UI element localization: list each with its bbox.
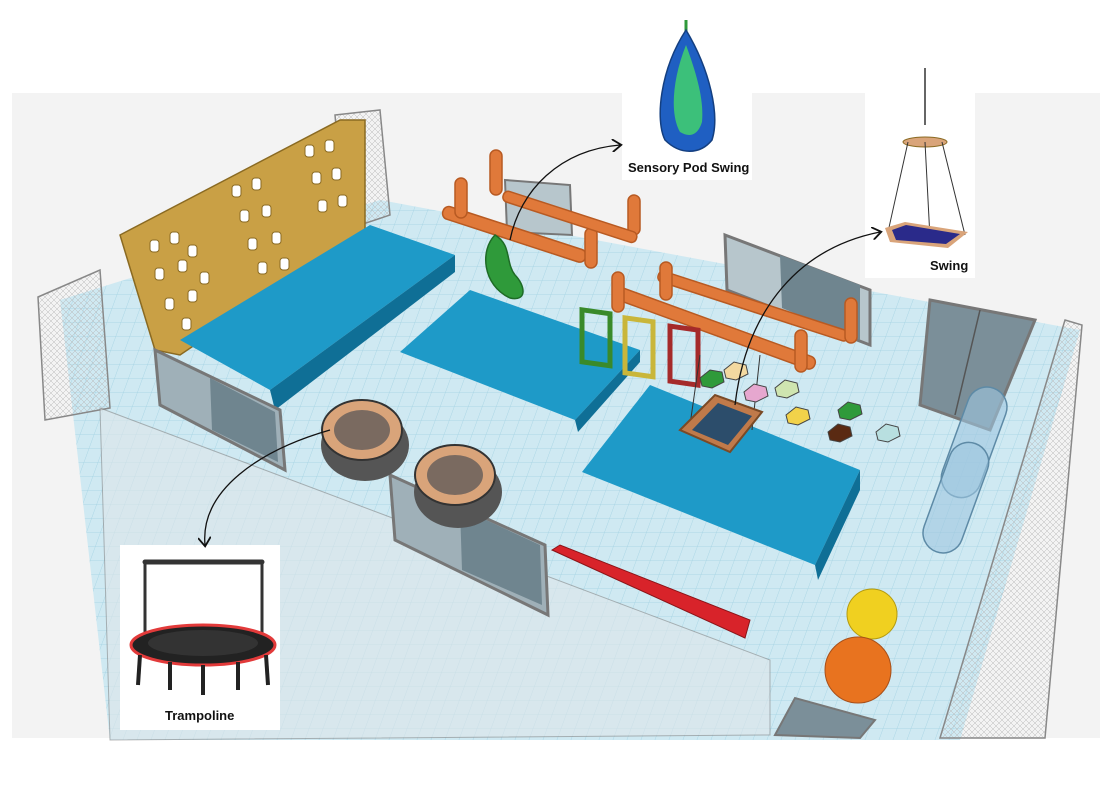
label-swing: Swing — [930, 258, 969, 273]
swing-image — [885, 68, 968, 248]
label-sensory-pod-swing: Sensory Pod Swing — [628, 160, 750, 175]
slide — [550, 544, 751, 639]
swing-panel — [865, 60, 975, 278]
ball-yellow — [846, 588, 898, 640]
mat-large — [180, 225, 455, 410]
door-front-right — [773, 696, 877, 740]
arrow-trampoline — [205, 429, 331, 545]
arrow-pod-swing — [509, 145, 620, 241]
frame-yellow — [622, 314, 656, 380]
door-left — [153, 347, 287, 473]
door-back — [723, 232, 872, 348]
ball-orange — [824, 636, 892, 704]
right-mesh-wall — [938, 319, 1083, 739]
trampoline-image — [129, 559, 277, 695]
left-mesh-wall — [37, 268, 111, 421]
tunnel-tubes — [922, 386, 1008, 554]
frame-green — [579, 306, 613, 369]
label-trampoline: Trampoline — [165, 708, 235, 723]
tire-2 — [414, 444, 502, 528]
arrow-swing — [734, 232, 880, 406]
monkey-bars — [441, 149, 858, 373]
sensory-pod-swing-image — [659, 20, 716, 152]
green-pod — [484, 234, 524, 300]
platform-swing — [678, 354, 764, 454]
mat-right — [582, 385, 860, 580]
tire-1 — [321, 399, 409, 481]
stepping-stones — [699, 361, 901, 443]
climbing-wall — [119, 119, 366, 356]
frame-red — [667, 323, 701, 388]
